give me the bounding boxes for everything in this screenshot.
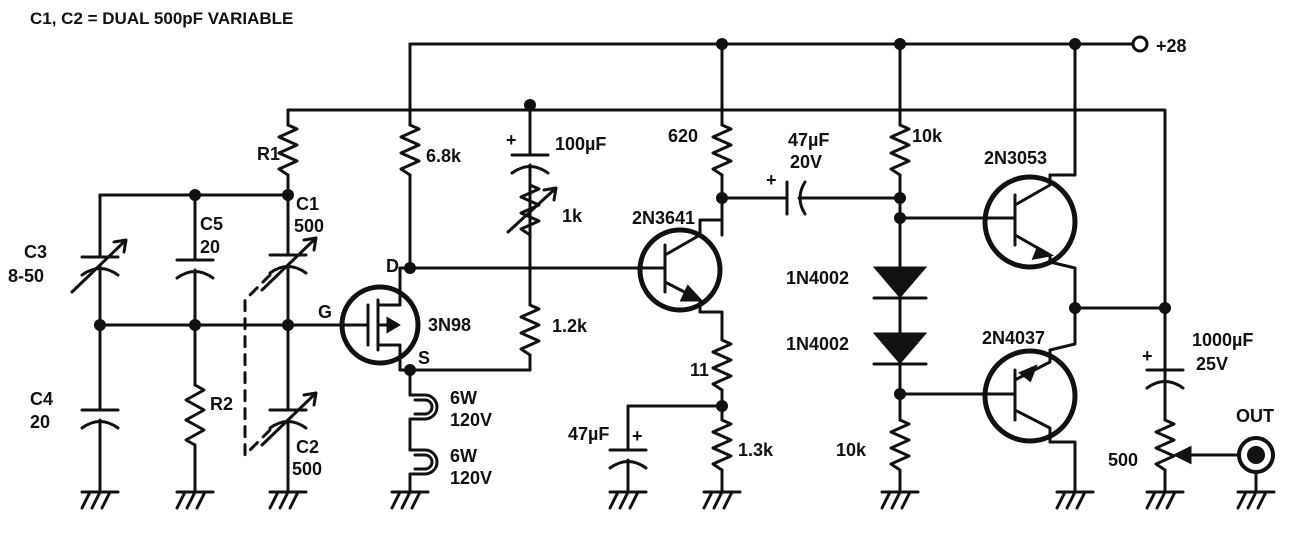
r-emit2-value: 1.3k: [738, 440, 774, 460]
c-emit-value: 47µF: [568, 424, 609, 444]
c2-ref: C2: [296, 437, 319, 457]
c5-value: 20: [200, 237, 220, 257]
pot-out-value: 500: [1108, 450, 1138, 470]
c2-value: 500: [292, 459, 322, 479]
supply-label: +28: [1156, 36, 1187, 56]
lamp2-voltage: 120V: [450, 468, 492, 488]
r-emit-value: 11: [690, 360, 709, 380]
r-col-value: 620: [668, 126, 698, 146]
c-fb-plus: +: [506, 130, 517, 150]
fet-source-label: S: [418, 348, 430, 368]
c3-ref: C3: [24, 242, 47, 262]
q-top-part: 2N3053: [984, 148, 1047, 168]
lamp2-power: 6W: [450, 446, 477, 466]
transistor-2n3641: [637, 218, 723, 314]
r-bias-top-value: 10k: [912, 126, 943, 146]
c-out-voltage: 25V: [1196, 354, 1228, 374]
output-jack[interactable]: [1237, 436, 1275, 474]
c-coupling-voltage: 20V: [790, 152, 822, 172]
tank-network: C3 8-50 C4 20 C5 20 R2 R1 C1 500 C2: [8, 108, 342, 492]
driver-stage: 620 2N3641 11 47µF + 1.3k: [568, 38, 774, 492]
fet-stage: 6.8k 3N98 D G S 6W 120V 6W 120V: [318, 42, 644, 492]
fet-part: 3N98: [428, 315, 471, 335]
c1-value: 500: [294, 216, 324, 236]
d2-part: 1N4002: [786, 334, 849, 354]
transistor-2n4037: [982, 348, 1078, 444]
lamp-1: [408, 393, 439, 421]
c3-value: 8-50: [8, 266, 44, 286]
supply-terminal[interactable]: [1131, 35, 1149, 53]
fet-gate-label: G: [318, 302, 332, 322]
lamp1-voltage: 120V: [450, 410, 492, 430]
diode-2: [872, 332, 928, 365]
coupling-capacitor: + 47µF 20V: [720, 130, 902, 216]
transistor-2n3053: [982, 173, 1078, 270]
c-emit-plus: +: [632, 426, 643, 446]
c4-value: 20: [30, 412, 50, 432]
secondary-rail: [286, 108, 1167, 422]
output-network: + 1000µF 25V 500 OUT: [1108, 330, 1275, 492]
output-stage: 2N3053 2N4037: [982, 38, 1171, 492]
output-label: OUT: [1236, 406, 1274, 426]
c5-ref: C5: [200, 214, 223, 234]
output-level-pot[interactable]: [1154, 418, 1176, 472]
lamp1-power: 6W: [450, 388, 477, 408]
q-bottom-part: 2N4037: [982, 328, 1045, 348]
bias-chain: 10k 1N4002 1N4002 10k: [786, 38, 992, 492]
c-fb-value: 100µF: [555, 134, 606, 154]
d1-part: 1N4002: [786, 268, 849, 288]
fet-drain-label: D: [386, 256, 399, 276]
c4-ref: C4: [30, 389, 53, 409]
c-coupling-plus: +: [766, 170, 777, 190]
q-driver-part: 2N3641: [632, 208, 695, 228]
feedback-network: + 100µF 1k 1.2k: [506, 99, 606, 372]
c-out-value: 1000µF: [1192, 330, 1253, 350]
r-fb-value: 1.2k: [552, 316, 588, 336]
r-bias-bot-value: 10k: [836, 440, 867, 460]
diode-1: [872, 266, 928, 299]
c-coupling-value: 47µF: [788, 130, 829, 150]
r1-ref: R1: [257, 144, 280, 164]
c1-ref: C1: [296, 194, 319, 214]
diagram-title: C1, C2 = DUAL 500pF VARIABLE: [30, 9, 293, 28]
pot-fb-value: 1k: [562, 206, 583, 226]
r-drain-value: 6.8k: [426, 146, 462, 166]
supply-rail-28v: +28: [408, 35, 1187, 56]
fet-3n98: [338, 266, 421, 372]
ground-symbols: [80, 490, 1276, 510]
r2-ref: R2: [210, 394, 233, 414]
lamp-2: [408, 448, 439, 476]
c-out-plus: +: [1142, 346, 1153, 366]
